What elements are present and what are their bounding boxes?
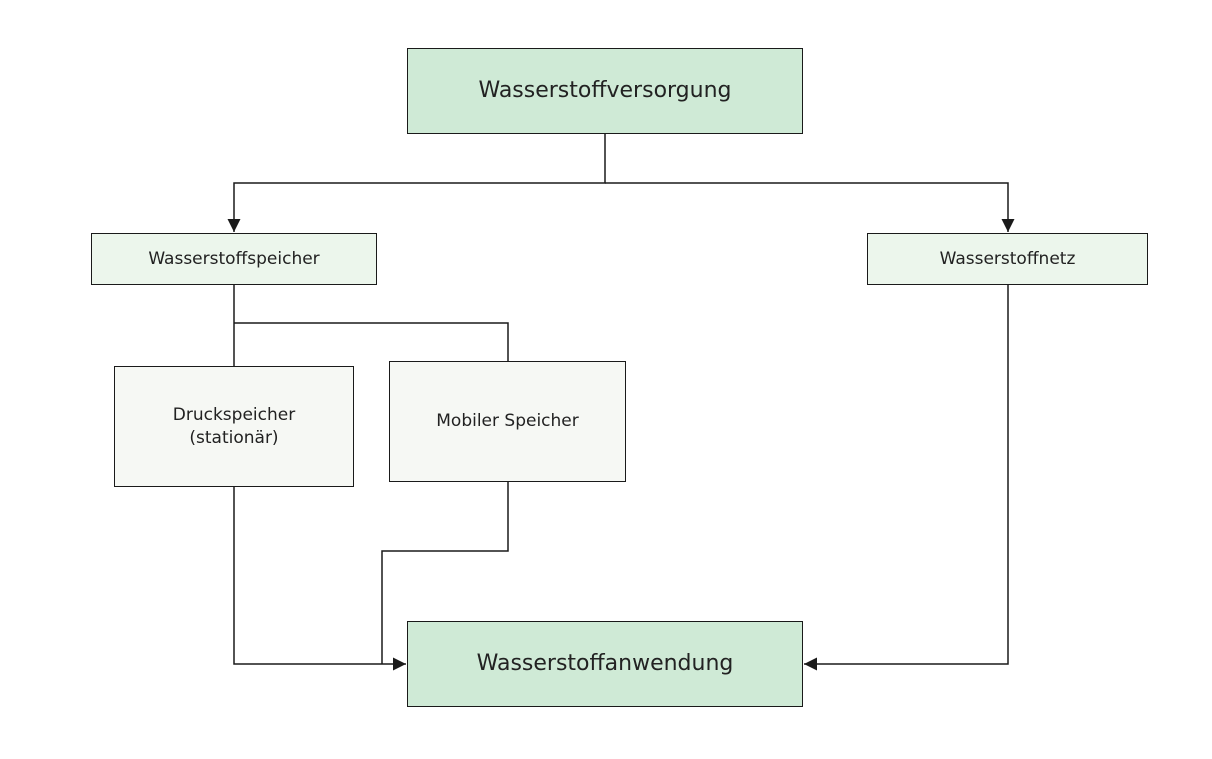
node-druckspeicher: Druckspeicher (stationär) (114, 366, 354, 487)
node-wasserstoffnetz: Wasserstoffnetz (867, 233, 1148, 285)
edge-versorgung-to-speicher (227, 134, 606, 232)
node-mobiler-speicher: Mobiler Speicher (389, 361, 626, 482)
node-label: Wasserstoffnetz (939, 248, 1076, 269)
node-label: Wasserstoffanwendung (476, 650, 734, 676)
node-wasserstoffspeicher: Wasserstoffspeicher (91, 233, 377, 285)
edge-druck-to-anwendung (233, 487, 406, 671)
node-label: Druckspeicher (stationär) (172, 405, 296, 448)
node-label: Wasserstoffversorgung (478, 77, 732, 103)
edge-mobil-to-anwendung (381, 482, 509, 664)
edge-versorgung-to-netz (605, 182, 1015, 232)
edge-speicher-to-mobil (234, 322, 509, 361)
node-label: Mobiler Speicher (436, 411, 579, 432)
node-wasserstoffversorgung: Wasserstoffversorgung (407, 48, 803, 134)
node-label: Wasserstoffspeicher (148, 248, 320, 269)
edge-netz-to-anwendung (804, 285, 1009, 671)
node-wasserstoffanwendung: Wasserstoffanwendung (407, 621, 803, 707)
